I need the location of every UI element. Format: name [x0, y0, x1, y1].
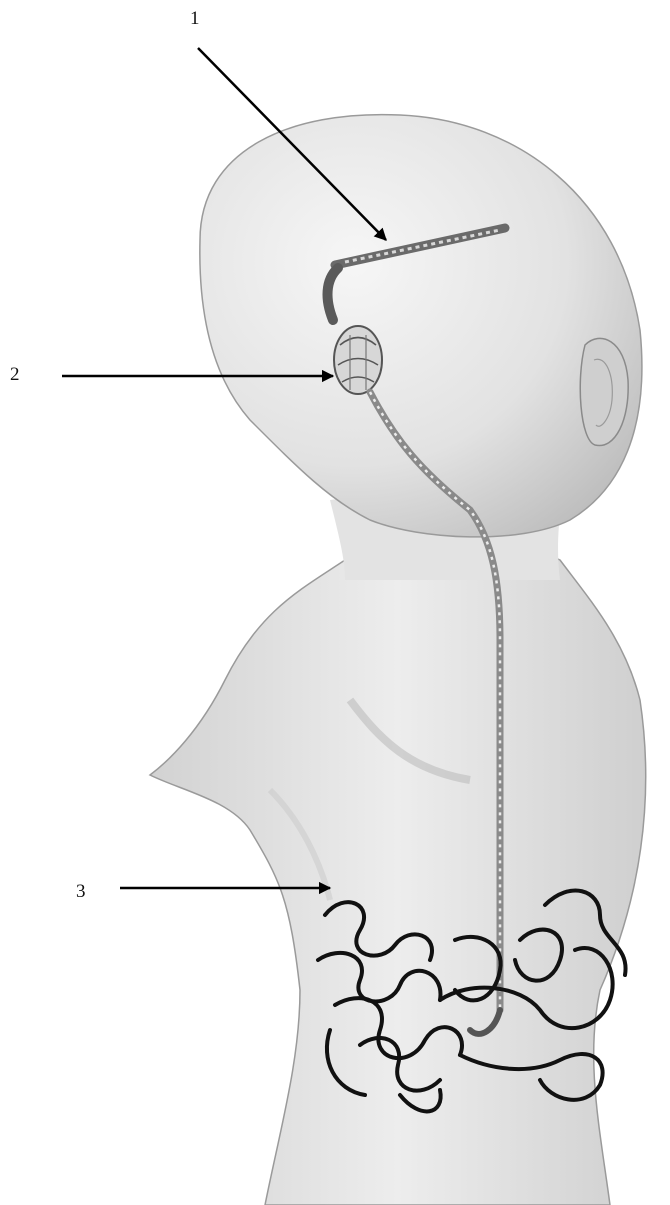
shunt-valve: [334, 326, 382, 394]
callout-label-2: 2: [10, 365, 20, 384]
head: [200, 115, 642, 537]
callout-label-3: 3: [76, 882, 86, 901]
torso: [150, 545, 646, 1205]
child-body: [150, 115, 646, 1205]
callout-label-1: 1: [190, 9, 200, 28]
